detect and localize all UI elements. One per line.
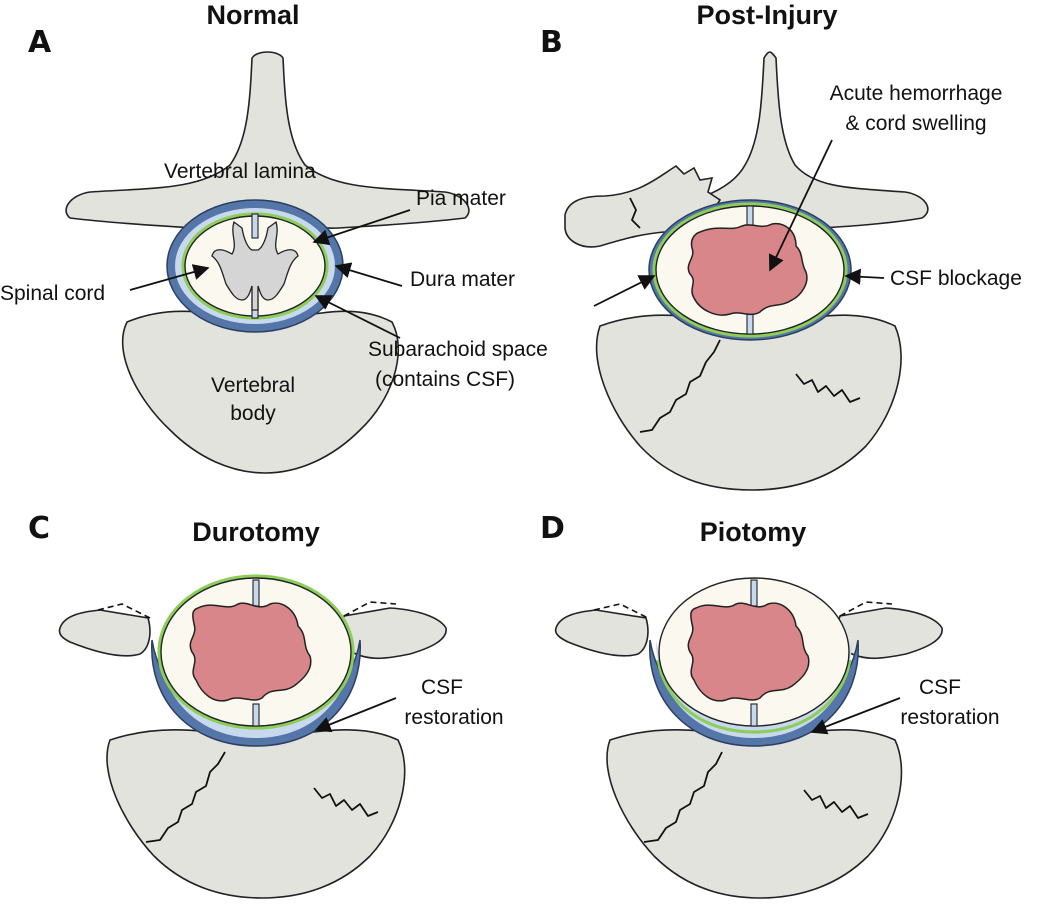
dura-mater-label: Dura mater: [410, 268, 515, 291]
body-fracture-line-2: [795, 373, 861, 403]
csf-restoration-label-line1: CSF: [919, 676, 961, 699]
panel-b-letter: B: [540, 25, 563, 60]
panel-d: D Piotomy CSF restoration: [540, 511, 1000, 899]
hemorrhage-arrow: [768, 139, 833, 272]
subarachnoid-label-line2: (contains CSF): [375, 368, 515, 391]
csf-restoration-label-line1: CSF: [421, 676, 463, 699]
csf-restoration-arrow: [314, 697, 397, 733]
csf-restoration-arrow: [810, 697, 901, 735]
fractured-vertebral-body: [595, 314, 902, 491]
pia-mater-arrow: [312, 209, 411, 246]
grey-matter: [211, 220, 299, 311]
right-lamina-remnant: [837, 607, 943, 660]
anterior-median-fissure: [252, 703, 260, 727]
subarachnoid-label-line1: Subarachoid space: [368, 338, 548, 361]
panel-b-title: Post-Injury: [696, 0, 837, 30]
body-fracture-line-1: [643, 751, 723, 843]
dura-mater-arrow: [334, 262, 403, 287]
panel-c-title: Durotomy: [192, 517, 320, 547]
vertebral-body-label-line2: body: [230, 402, 276, 425]
hemorrhage-label-line1: Acute hemorrhage: [830, 82, 1003, 105]
csf-restoration-label-line2: restoration: [404, 706, 503, 729]
csf-blockage-arrow-left: [593, 275, 656, 307]
posterior-median-sulcus: [750, 579, 758, 607]
body-fracture-line-1: [145, 751, 226, 843]
hemorrhage-label-line2: & cord swelling: [845, 112, 986, 135]
spinal-cord-label: Spinal cord: [0, 282, 105, 305]
subarachnoid-arrow: [314, 295, 401, 339]
fractured-vertebral-body: [106, 728, 406, 899]
opened-pia-mater: [656, 659, 852, 734]
csf-restoration-label-line2: restoration: [900, 706, 999, 729]
pia-mater-label: Pia mater: [416, 187, 506, 210]
body-fracture-line-1: [639, 339, 721, 433]
panel-c-letter: C: [28, 511, 50, 546]
lamina-fracture-line: [629, 197, 641, 229]
spinal-cord-arrow: [129, 264, 210, 291]
pia-mater-ring: [157, 574, 355, 730]
fractured-vertebral-body: [606, 728, 903, 899]
posterior-median-sulcus: [251, 213, 259, 239]
panel-b: B Post-Injury Acute hemorrhage & cord sw…: [540, 0, 1022, 491]
csf-blockage-arrow-right: [844, 268, 885, 285]
panel-d-title: Piotomy: [700, 517, 807, 547]
left-lamina-remnant: [554, 609, 649, 657]
acute-hemorrhage: [687, 222, 808, 316]
panel-d-letter: D: [540, 511, 565, 546]
fractured-lamina: [703, 51, 929, 229]
body-fracture-line-2: [803, 789, 869, 819]
body-fracture-line-2: [313, 787, 379, 817]
acute-hemorrhage: [687, 602, 810, 702]
left-lamina-remnant: [58, 609, 151, 657]
anterior-median-fissure: [750, 703, 758, 727]
panel-c: C Durotomy CSF restoration: [28, 511, 504, 899]
posterior-median-sulcus: [252, 579, 260, 607]
vertebral-body-label-line1: Vertebral: [211, 374, 295, 397]
csf-blockage-label: CSF blockage: [890, 267, 1022, 290]
anterior-median-fissure: [746, 311, 754, 335]
vertebral-lamina-label: Vertebral lamina: [164, 160, 316, 183]
panel-a-letter: A: [28, 25, 52, 60]
panel-a: A Normal Vertebral lamina Pia mater Spin…: [0, 0, 548, 474]
acute-hemorrhage: [189, 602, 312, 702]
panel-a-title: Normal: [206, 0, 299, 30]
left-laminectomy-cut: [97, 603, 151, 619]
